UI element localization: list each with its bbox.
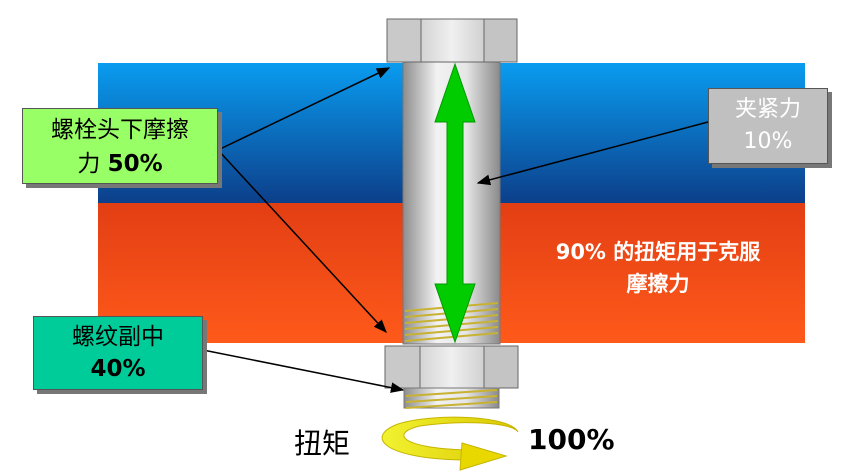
overcome-line2: 摩擦力 <box>626 272 690 296</box>
thread-friction-label: 螺纹副中 40% <box>33 316 203 390</box>
pointer-head-friction-upper <box>217 67 391 151</box>
clamp-force-value: 10% <box>743 129 793 154</box>
torque-value: 100% <box>528 423 615 456</box>
clamp-force-title: 夹紧力 <box>734 97 801 122</box>
pointer-clamp-force <box>476 121 709 186</box>
pointer-head-friction-lower <box>217 149 387 333</box>
head-friction-prefix: 力 <box>77 151 108 177</box>
pointer-thread-friction <box>202 349 405 393</box>
nut <box>384 345 519 389</box>
thread-friction-line1: 螺纹副中 <box>72 324 164 350</box>
clamp-force-label: 夹紧力 10% <box>708 88 828 164</box>
bolt-head <box>386 18 518 63</box>
overcome-friction-text: 90% 的扭矩用于克服 摩擦力 <box>510 236 806 300</box>
clamp-force-arrow <box>434 62 476 344</box>
head-friction-line1: 螺栓头下摩擦 <box>51 117 189 143</box>
overcome-line1: 90% 的扭矩用于克服 <box>555 240 761 264</box>
torque-label: 扭矩 <box>294 427 351 460</box>
thread-friction-value: 40% <box>90 356 146 382</box>
head-friction-label: 螺栓头下摩擦 力 50% <box>22 108 218 184</box>
head-friction-line2: 力 50% <box>23 147 217 181</box>
torque-arrow <box>381 416 519 471</box>
head-friction-value: 50% <box>107 151 163 177</box>
